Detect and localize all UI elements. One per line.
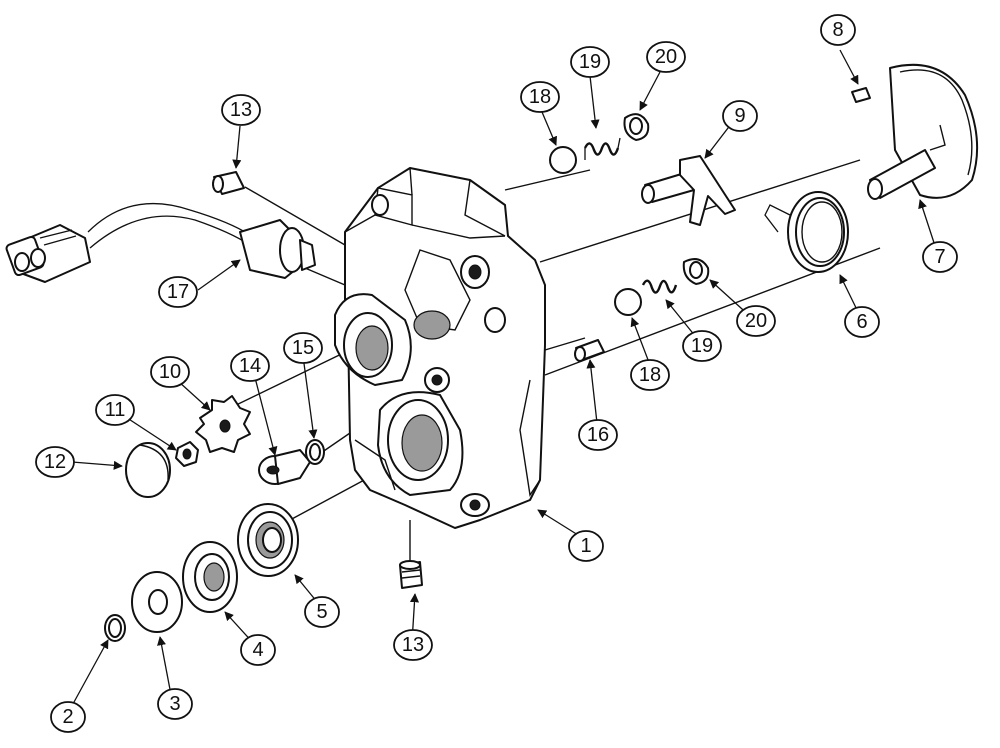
seal-part xyxy=(182,541,238,613)
svg-text:1: 1 xyxy=(580,535,591,557)
svg-text:18: 18 xyxy=(639,364,661,386)
svg-text:13: 13 xyxy=(230,99,252,121)
plug-part-upper xyxy=(212,171,245,195)
bearing-part xyxy=(237,503,299,577)
callout-18-lower: 18 xyxy=(630,359,670,391)
callout-4: 4 xyxy=(240,634,276,666)
torsion-spring-part xyxy=(764,191,849,273)
callout-19-lower: 19 xyxy=(682,330,722,362)
callout-13-upper: 13 xyxy=(221,94,261,126)
svg-text:9: 9 xyxy=(734,105,745,127)
callout-13-lower: 13 xyxy=(393,629,433,661)
callout-8: 8 xyxy=(820,14,856,46)
washer-part xyxy=(131,571,183,633)
callouts: 1 2 3 4 5 6 7 8 9 10 11 12 13 13 14 15 1… xyxy=(35,14,958,733)
callout-19-upper: 19 xyxy=(570,46,610,78)
callout-10: 10 xyxy=(150,356,190,388)
spring-part-lower xyxy=(641,279,678,294)
leader-lines xyxy=(67,49,939,714)
lever-shaft-part xyxy=(641,155,736,226)
callout-15: 15 xyxy=(283,332,323,364)
svg-text:8: 8 xyxy=(832,19,843,41)
callout-12: 12 xyxy=(35,446,75,478)
svg-text:16: 16 xyxy=(587,424,609,446)
svg-text:19: 19 xyxy=(691,335,713,357)
ball-part-lower xyxy=(614,288,642,316)
nut-part xyxy=(175,441,199,467)
svg-text:15: 15 xyxy=(292,337,314,359)
svg-text:18: 18 xyxy=(529,86,551,108)
callout-20-lower: 20 xyxy=(736,305,776,337)
centerlines xyxy=(229,159,881,562)
callout-11: 11 xyxy=(95,394,135,426)
svg-text:17: 17 xyxy=(167,281,189,303)
dowel-pin-part xyxy=(851,87,871,103)
clip-part-upper xyxy=(623,113,650,141)
cap-part xyxy=(125,442,171,498)
callout-16: 16 xyxy=(578,419,618,451)
svg-text:20: 20 xyxy=(745,310,767,332)
callout-17: 17 xyxy=(158,276,198,308)
clip-part-lower xyxy=(682,258,710,285)
svg-text:3: 3 xyxy=(169,693,180,715)
sensor-connector-part xyxy=(5,203,316,283)
plug-part-lower xyxy=(399,560,423,589)
svg-text:2: 2 xyxy=(62,706,73,728)
svg-text:19: 19 xyxy=(579,51,601,73)
svg-text:13: 13 xyxy=(402,634,424,656)
snap-ring-part xyxy=(104,614,126,642)
callout-1: 1 xyxy=(568,530,604,562)
svg-text:20: 20 xyxy=(655,46,677,68)
housing-part xyxy=(334,167,546,529)
shaft-plate-part xyxy=(867,63,979,200)
svg-text:10: 10 xyxy=(159,361,181,383)
callout-14: 14 xyxy=(230,350,270,382)
svg-text:14: 14 xyxy=(239,355,261,377)
callout-18-upper: 18 xyxy=(520,81,560,113)
callout-7: 7 xyxy=(922,241,958,273)
callout-20-upper: 20 xyxy=(646,41,686,73)
svg-text:11: 11 xyxy=(105,399,126,421)
svg-text:6: 6 xyxy=(856,311,867,333)
screw-plug-part xyxy=(258,449,311,485)
svg-text:12: 12 xyxy=(44,451,66,473)
callout-9: 9 xyxy=(722,100,758,132)
svg-text:7: 7 xyxy=(934,246,945,268)
callout-3: 3 xyxy=(157,688,193,720)
o-ring-part xyxy=(305,439,325,465)
pin-part xyxy=(574,339,605,362)
spring-part-upper xyxy=(583,137,621,160)
callout-5: 5 xyxy=(304,596,340,628)
star-wheel-part xyxy=(195,395,251,453)
callout-6: 6 xyxy=(844,306,880,338)
svg-text:4: 4 xyxy=(252,639,263,661)
svg-text:5: 5 xyxy=(316,601,327,623)
ball-part-upper xyxy=(549,146,577,174)
callout-2: 2 xyxy=(50,701,86,733)
